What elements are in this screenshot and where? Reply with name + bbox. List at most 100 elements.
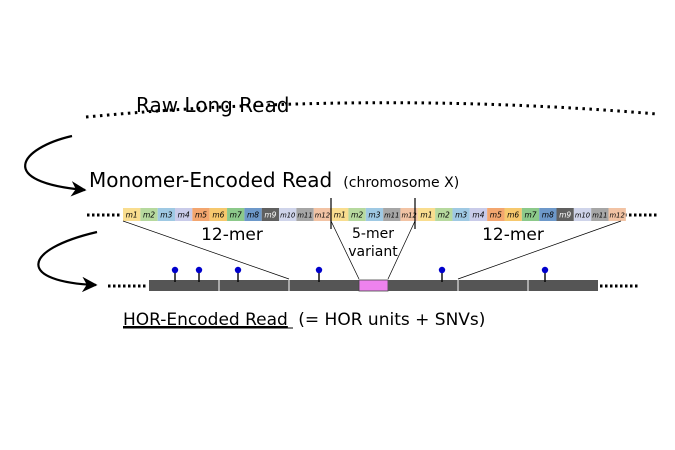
monomer-read-title-note: (chromosome X) (343, 175, 459, 191)
monomer-cell-m3: m3 (452, 208, 470, 221)
monomer-cell-m7: m7 (227, 208, 245, 221)
monomer-cell-m3: m3 (365, 208, 384, 221)
monomer-cell-box (192, 208, 210, 221)
monomer-cell-label: m7 (230, 211, 242, 220)
monomer-cell-box (175, 208, 193, 221)
monomer-cell-m12: m12 (400, 208, 418, 221)
monomer-cell-m12: m12 (608, 208, 626, 221)
monomer-cell-box (487, 208, 505, 221)
monomer-cell-box (452, 208, 470, 221)
monomer-cell-m2: m2 (348, 208, 366, 221)
monomer-cell-box (348, 208, 366, 221)
monomer-cell-m11: m11 (296, 208, 314, 221)
monomer-cell-m6: m6 (504, 208, 522, 221)
hor-unit (388, 280, 458, 291)
variant-label-line2: variant (348, 244, 398, 260)
monomer-cell-m11: m11 (591, 208, 609, 221)
projection-variant-right (387, 220, 416, 280)
monomer-cell-box (261, 208, 280, 221)
monomer-cell-box (227, 208, 245, 221)
snv-marker (234, 266, 242, 274)
monomer-cell-box (313, 208, 332, 221)
hor-unit (149, 280, 219, 291)
raw-read-line (85, 101, 658, 119)
monomer-cell-label: m1 (126, 211, 138, 220)
monomer-read-title-main: Monomer-Encoded Read (89, 168, 332, 192)
monomer-cell-m9: m9 (261, 208, 280, 221)
monomer-cell-label: m1 (334, 211, 346, 220)
hor-read-title-main: HOR-Encoded Read (123, 310, 288, 330)
monomer-cell-m12: m12 (313, 208, 332, 221)
monomer-cell-m10: m10 (573, 208, 592, 221)
hor-read-title: HOR-Encoded Read (= HOR units + SNVs) (123, 310, 485, 330)
hor-unit (528, 280, 598, 291)
monomer-cell-m5: m5 (192, 208, 210, 221)
monomer-cell-label: m3 (368, 211, 380, 220)
monomer-cell-m1: m1 (123, 208, 141, 221)
monomer-cell-label: m9 (264, 211, 276, 220)
monomer-cell-box (383, 208, 401, 221)
projection-variant-left (330, 220, 360, 280)
monomer-cell-m8: m8 (539, 208, 557, 221)
left-12mer-label: 12-mer (201, 225, 263, 245)
monomer-cell-label: m6 (212, 211, 224, 220)
arrow-monomer-to-hor (37, 230, 98, 293)
monomer-cell-box (209, 208, 228, 221)
monomer-cell-label: m2 (438, 211, 450, 220)
monomer-cell-m6: m6 (209, 208, 228, 221)
monomer-cell-label: m8 (247, 211, 259, 220)
monomer-cell-box (435, 208, 453, 221)
monomer-cell-label: m12 (610, 212, 625, 220)
hor-variant-unit (358, 279, 389, 292)
monomer-cell-m9: m9 (556, 208, 574, 221)
monomer-cell-label: m4 (472, 211, 484, 220)
monomer-cell-m3: m3 (157, 208, 176, 221)
monomer-cell-label: m2 (143, 211, 155, 220)
monomer-cell-box (331, 208, 349, 221)
monomer-cell-box (608, 208, 626, 221)
monomer-cell-label: m10 (280, 212, 295, 220)
monomer-cell-m4: m4 (469, 208, 488, 221)
monomer-cell-label: m8 (542, 211, 554, 220)
monomer-cell-label: m10 (575, 212, 590, 220)
projection-left-start (122, 220, 290, 280)
hor-unit (219, 280, 289, 291)
monomer-cell-box (400, 208, 418, 221)
monomer-cell-box (591, 208, 609, 221)
monomer-cell-m5: m5 (487, 208, 505, 221)
monomer-cell-label: m9 (559, 211, 571, 220)
snv-marker (438, 266, 446, 274)
monomer-cell-label: m5 (490, 211, 502, 220)
monomer-cell-box (469, 208, 488, 221)
monomer-cell-box (140, 208, 158, 221)
monomer-cell-m10: m10 (279, 208, 297, 221)
monomer-cell-box (365, 208, 384, 221)
projection-right-end (457, 220, 622, 280)
arrow-raw-to-monomer (24, 134, 87, 197)
monomer-cell-box (539, 208, 557, 221)
monomer-cell-label: m7 (524, 211, 536, 220)
monomer-cell-label: m12 (401, 212, 416, 220)
monomer-cell-m2: m2 (140, 208, 158, 221)
monomer-cell-label: m2 (351, 211, 363, 220)
monomer-cell-m1: m1 (331, 208, 349, 221)
monomer-cell-m1: m1 (417, 208, 436, 221)
monomer-cell-label: m11 (592, 212, 607, 220)
monomer-cell-label: m11 (384, 212, 399, 220)
raw-read-label: Raw Long Read (136, 93, 289, 117)
monomer-cell-box (417, 208, 436, 221)
snv-marker (195, 266, 203, 274)
monomer-cell-box (279, 208, 297, 221)
monomer-cell-label: m3 (455, 211, 467, 220)
monomer-cell-m7: m7 (521, 208, 540, 221)
hor-read-title-note: (= HOR units + SNVs) (298, 310, 485, 330)
hor-unit-boundaries (218, 280, 529, 291)
monomer-cell-m4: m4 (175, 208, 193, 221)
monomer-cell-box (504, 208, 522, 221)
monomer-cell-label: m6 (507, 211, 519, 220)
monomer-read-title: Monomer-Encoded Read (chromosome X) (89, 168, 459, 192)
snv-marker (315, 266, 323, 274)
